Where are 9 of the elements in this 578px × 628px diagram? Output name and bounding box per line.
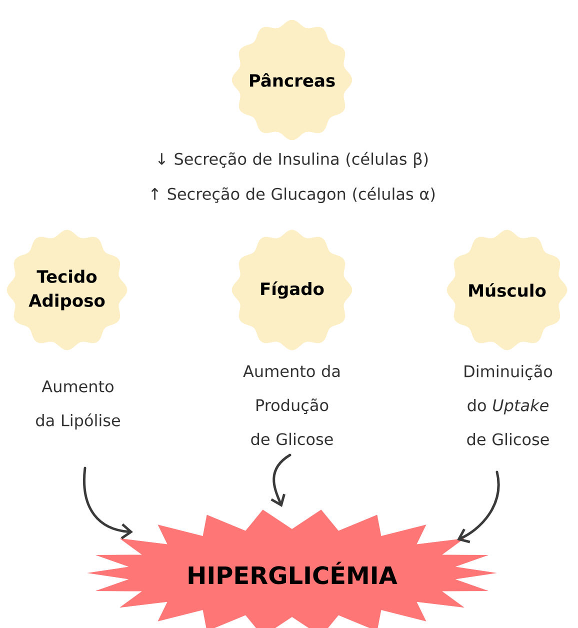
- starburst: HIPERGLICÉMIA: [87, 510, 497, 628]
- curved-arrow: [270, 454, 292, 507]
- node-label: Aumento da Lipólise: [36, 380, 120, 430]
- node-label: Diminuição do Uptake de Glicose: [464, 364, 552, 446]
- node-label: ↑ Secreção de Glucagon (células α): [151, 186, 435, 204]
- node-label: Aumento da Produção de Glicose: [243, 364, 340, 446]
- curved-arrow: [83, 466, 133, 540]
- node-label: ↓ Secreção de Insulina (células β): [158, 152, 428, 168]
- curved-arrow: [457, 470, 500, 544]
